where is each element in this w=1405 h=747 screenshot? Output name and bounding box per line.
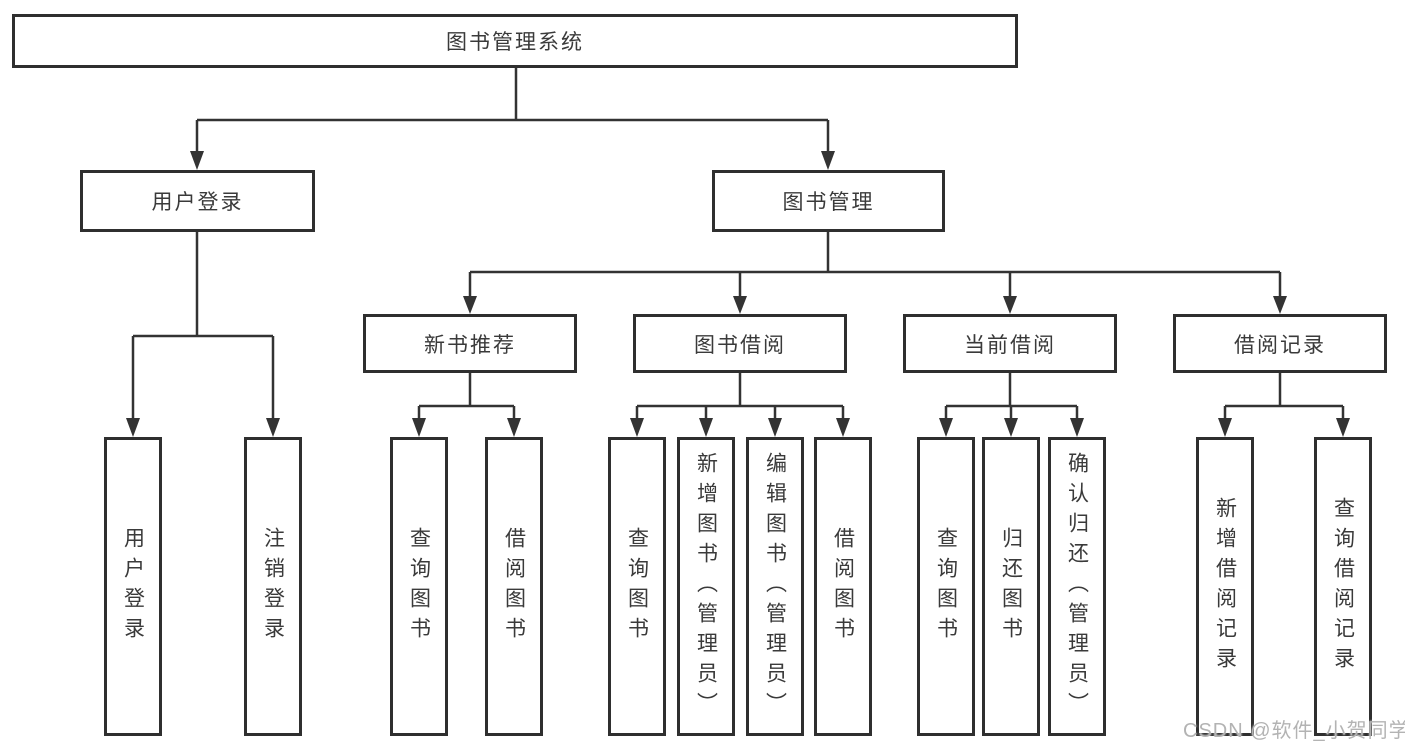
leaf-return-books: 归还图书 bbox=[982, 437, 1040, 736]
leaf-borrow-books: 借阅图书 bbox=[814, 437, 872, 736]
leaf-borrow-books-recommend: 借阅图书 bbox=[485, 437, 543, 736]
leaf-add-borrow-record: 新增借阅记录 bbox=[1196, 437, 1254, 736]
leaf-query-borrow-record: 查询借阅记录 bbox=[1314, 437, 1372, 736]
leaf-edit-books-admin: 编辑图书（管理员） bbox=[746, 437, 804, 736]
leaf-add-books-admin: 新增图书（管理员） bbox=[677, 437, 735, 736]
leaf-logout: 注销登录 bbox=[244, 437, 302, 736]
node-new-book-recommendation: 新书推荐 bbox=[363, 314, 577, 373]
leaf-confirm-return-admin: 确认归还（管理员） bbox=[1048, 437, 1106, 736]
node-library-management-system: 图书管理系统 bbox=[12, 14, 1018, 68]
node-book-management: 图书管理 bbox=[712, 170, 945, 232]
node-user-login: 用户登录 bbox=[80, 170, 315, 232]
node-book-borrowing: 图书借阅 bbox=[633, 314, 847, 373]
leaf-query-books-current: 查询图书 bbox=[917, 437, 975, 736]
leaf-user-login: 用户登录 bbox=[104, 437, 162, 736]
leaf-query-books-borrow: 查询图书 bbox=[608, 437, 666, 736]
node-borrowing-records: 借阅记录 bbox=[1173, 314, 1387, 373]
node-current-borrowing: 当前借阅 bbox=[903, 314, 1117, 373]
csdn-watermark: CSDN @软件_小贺同学 bbox=[1183, 720, 1405, 742]
leaf-query-books-recommend: 查询图书 bbox=[390, 437, 448, 736]
